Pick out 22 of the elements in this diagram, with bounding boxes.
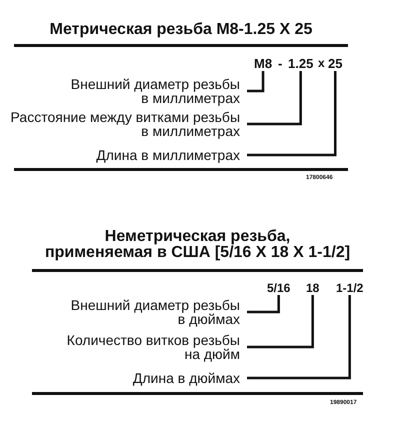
- multiplication-sign: x: [318, 56, 325, 71]
- description-text: Внешний диаметр резьбы в дюймах: [70, 298, 247, 326]
- description-text: Длина в дюймах: [132, 371, 247, 385]
- thread-designation: 18: [306, 281, 320, 295]
- heading: Неметрическая резьба, применяемая в США [5/16 X 18 X 1-1/2]: [44, 229, 352, 261]
- thread-designation: M8: [254, 56, 272, 71]
- leader-line: [247, 71, 264, 92]
- description-text: Внешний диаметр резьбы в миллиметрах: [70, 77, 247, 105]
- leader-line: [247, 295, 314, 348]
- leader-line: [247, 71, 302, 126]
- dash-sign: -: [278, 56, 282, 71]
- heading: Метрическая резьба M8-1.25 X 25: [48, 20, 314, 40]
- thread-designation: 5/16: [267, 281, 290, 295]
- thread-designation: 1.25: [288, 56, 314, 71]
- leader-line: [247, 295, 351, 380]
- thread-designation: 25: [328, 56, 342, 71]
- leader-line: [247, 71, 336, 156]
- description-text: Количество витков резьбы на дюйм: [66, 333, 247, 361]
- description-text: Расстояние между витками резьбы в миллиметрах: [10, 110, 247, 138]
- description-text: Длина в миллиметрах: [96, 148, 247, 162]
- leader-line: [247, 295, 280, 314]
- thread-designation: 1-1/2: [336, 281, 364, 295]
